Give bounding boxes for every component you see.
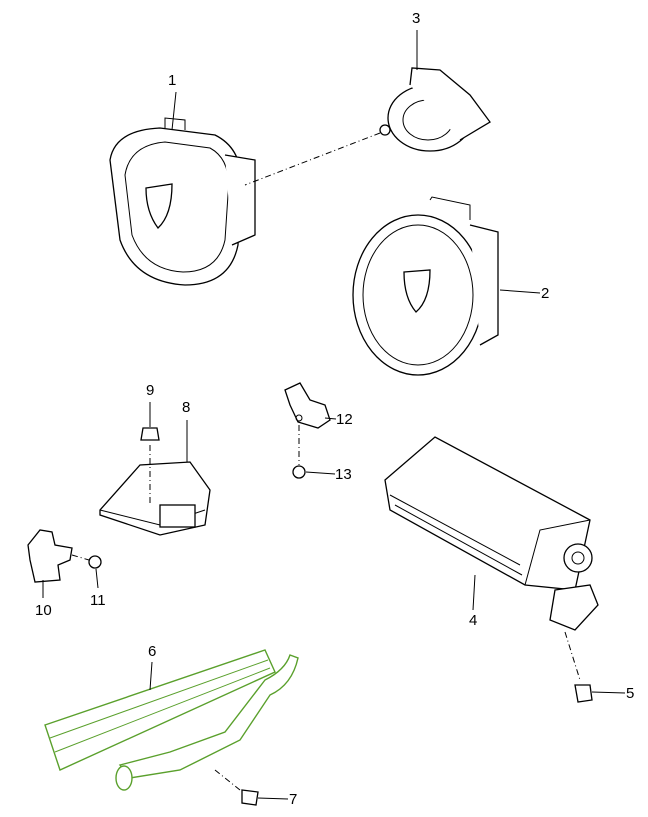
callout-11: 11 <box>90 592 106 609</box>
part-5-bolt[interactable] <box>574 684 593 703</box>
part-8-control-unit[interactable] <box>99 445 211 536</box>
callout-8: 8 <box>182 399 191 416</box>
callout-12: 12 <box>336 411 353 428</box>
callout-6: 6 <box>148 643 157 660</box>
part-1-driver-airbag[interactable] <box>109 117 256 286</box>
part-11-nut[interactable] <box>88 555 102 569</box>
part-2-airbag-cover[interactable] <box>352 196 499 376</box>
callout-7: 7 <box>289 791 298 808</box>
callout-4: 4 <box>469 612 478 629</box>
part-7-bolt[interactable] <box>241 789 259 806</box>
callout-5: 5 <box>626 685 635 702</box>
part-10-sensor[interactable] <box>27 529 73 583</box>
part-6-curtain-airbag[interactable] <box>44 649 299 791</box>
part-4-passenger-airbag-module[interactable] <box>384 436 599 631</box>
callout-10: 10 <box>35 602 52 619</box>
part-9-nut[interactable] <box>140 427 160 441</box>
callout-3: 3 <box>412 10 421 27</box>
callout-1: 1 <box>168 72 177 89</box>
callout-13: 13 <box>335 466 352 483</box>
callout-9: 9 <box>146 382 155 399</box>
callout-2: 2 <box>541 285 550 302</box>
part-12-sensor[interactable] <box>284 382 331 429</box>
leader-lines <box>42 30 626 800</box>
part-13-nut[interactable] <box>292 465 306 479</box>
part-3-clock-spring[interactable] <box>379 67 491 152</box>
